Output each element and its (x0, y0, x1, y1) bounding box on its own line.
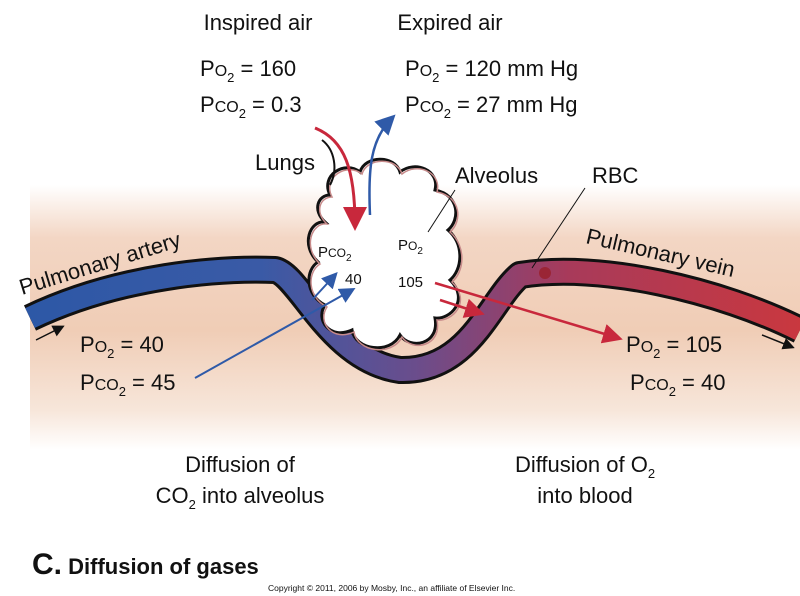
alveolus-po2-value: 105 (398, 274, 423, 291)
figure-title: C. Diffusion of gases (32, 548, 259, 581)
inspired-po2: PO2 = 160 (200, 56, 296, 85)
co2-caption-line2: CO2 into alveolus (156, 483, 325, 512)
alveolus-pco2-label: PCO2 (318, 244, 352, 264)
vein-pco2: PCO2 = 40 (630, 370, 725, 399)
expired-pco2: PCO2 = 27 mm Hg (405, 92, 577, 121)
flow-out-arrow (761, 334, 795, 350)
alveolus-label: Alveolus (455, 163, 538, 188)
alveolus-pco2-value: 40 (345, 271, 362, 288)
vein-po2: PO2 = 105 (626, 332, 722, 361)
inspired-air-arrow (314, 126, 367, 231)
o2-diffusion-arrow-short (439, 298, 485, 318)
alveolus-po2-label: PO2 (398, 237, 423, 257)
alveolus-pointer (427, 189, 456, 233)
expired-air-arrow (368, 114, 396, 216)
copyright-notice: Copyright © 2011, 2006 by Mosby, Inc., a… (268, 583, 515, 593)
expired-air-title: Expired air (397, 10, 502, 35)
co2-diffusion-arrow-short (311, 272, 338, 301)
co2-diffusion-arrow (194, 288, 356, 379)
rbc-label: RBC (592, 163, 639, 188)
co2-caption-line1: Diffusion of (185, 452, 296, 477)
o2-caption-line2: into blood (537, 483, 632, 508)
inspired-air-title: Inspired air (204, 10, 313, 35)
rbc-cell (539, 267, 551, 279)
lungs-airway-line (321, 139, 336, 186)
lungs-label: Lungs (255, 150, 315, 175)
artery-po2: PO2 = 40 (80, 332, 164, 361)
expired-po2: PO2 = 120 mm Hg (405, 56, 578, 85)
o2-caption-line1: Diffusion of O2 (515, 452, 655, 481)
rbc-pointer (531, 187, 586, 269)
artery-pco2: PCO2 = 45 (80, 370, 175, 399)
flow-in-arrow (35, 325, 65, 341)
inspired-pco2: PCO2 = 0.3 (200, 92, 302, 121)
o2-diffusion-arrow (434, 281, 623, 344)
